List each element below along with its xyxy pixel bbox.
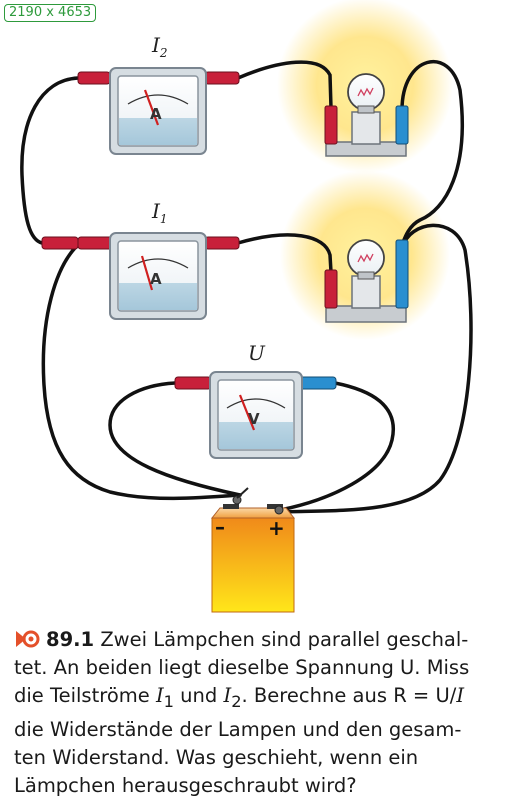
caption-line-3a: die Teilströme bbox=[14, 684, 156, 707]
task-caption: 89.1 Zwei Lämpchen sind parallel geschal… bbox=[14, 626, 504, 800]
caption-line-1: Zwei Lämpchen sind parallel geschal- bbox=[94, 628, 469, 651]
voltmeter-u-unit: V bbox=[248, 410, 260, 428]
ammeter-i2-unit: A bbox=[150, 105, 162, 123]
lamp-bottom bbox=[324, 239, 409, 323]
caption-line-6: Lämpchen herausgeschraubt wird? bbox=[14, 773, 357, 797]
image-size-badge: 2190 x 4653 bbox=[4, 4, 97, 22]
experiment-arrow-icon bbox=[16, 630, 40, 648]
wires bbox=[20, 60, 473, 514]
circuit-diagram: A I2 A I1 V U bbox=[20, 0, 473, 613]
var-i1: I bbox=[155, 684, 164, 707]
lamp-top bbox=[324, 73, 409, 157]
battery-minus: – bbox=[215, 515, 225, 539]
sub-2: 2 bbox=[231, 691, 242, 711]
var-i: I bbox=[456, 684, 465, 707]
sub-1: 1 bbox=[163, 691, 174, 711]
task-number: 89.1 bbox=[46, 628, 95, 651]
caption-line-3c: . Berechne aus R = U/ bbox=[241, 684, 457, 707]
ammeter-i1: A bbox=[41, 232, 240, 320]
voltmeter-u: V bbox=[174, 371, 337, 459]
var-i2: I bbox=[223, 684, 232, 707]
ammeter-i1-unit: A bbox=[150, 270, 162, 288]
ammeter-i1-label: I1 bbox=[151, 199, 168, 226]
caption-line-3b: und bbox=[173, 684, 224, 707]
caption-line-5: ten Widerstand. Was geschieht, wenn ein bbox=[14, 745, 419, 769]
voltmeter-u-label: U bbox=[248, 341, 266, 365]
battery: – + bbox=[210, 487, 296, 613]
ammeter-i2: A bbox=[77, 67, 240, 155]
caption-line-2: tet. An beiden liegt dieselbe Spannung U… bbox=[14, 656, 470, 679]
ammeter-i2-label: I2 bbox=[151, 33, 168, 60]
battery-plus: + bbox=[268, 516, 285, 540]
caption-line-4: die Widerstände der Lampen und den gesam… bbox=[14, 717, 462, 741]
